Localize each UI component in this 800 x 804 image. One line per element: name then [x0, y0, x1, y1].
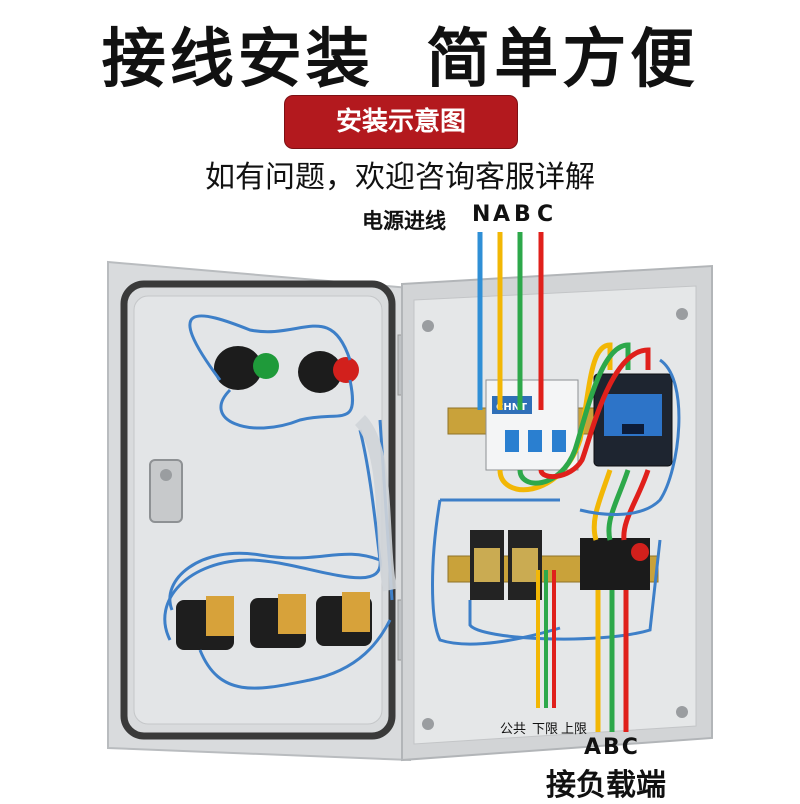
load-terminal-label: 接负载端: [546, 768, 666, 803]
lower-limit-label: 下限: [532, 722, 559, 737]
diagram-badge: 安装示意图: [285, 96, 517, 148]
door-latch-icon: [149, 459, 183, 523]
indicator-light-red-icon: [298, 351, 359, 393]
indicator-light-green-icon: [214, 346, 279, 390]
float-switch-wires: [536, 570, 556, 708]
load-out-wires: [595, 590, 629, 732]
power-in-wires: [477, 232, 544, 410]
contactor-icon: [593, 373, 673, 467]
cabinet-door: [107, 260, 411, 762]
common-terminal-label: 公共: [500, 722, 527, 737]
selector-switch-2-icon: [250, 594, 306, 648]
load-phase-labels: ABC: [584, 735, 640, 760]
phase-c-label: C: [537, 202, 554, 227]
power-in-label: 电源进线: [362, 209, 446, 233]
cabinet-body: [401, 264, 713, 762]
thermal-relay-icon: [580, 538, 650, 590]
relay-1-icon: [470, 530, 504, 600]
selector-switch-1-icon: [176, 596, 234, 650]
upper-limit-label: 上限: [561, 722, 588, 737]
page-title: 接线安装 简单方便: [101, 23, 699, 97]
subtitle: 如有问题，欢迎咨询客服详解: [205, 160, 595, 195]
selector-switch-3-icon: [316, 592, 372, 646]
svg-text:CHNT: CHNT: [496, 402, 527, 413]
internal-wiring: [497, 342, 651, 541]
phase-b-label: B: [514, 202, 531, 227]
phase-a-label: A: [493, 202, 511, 227]
phase-n-label: N: [472, 202, 491, 227]
